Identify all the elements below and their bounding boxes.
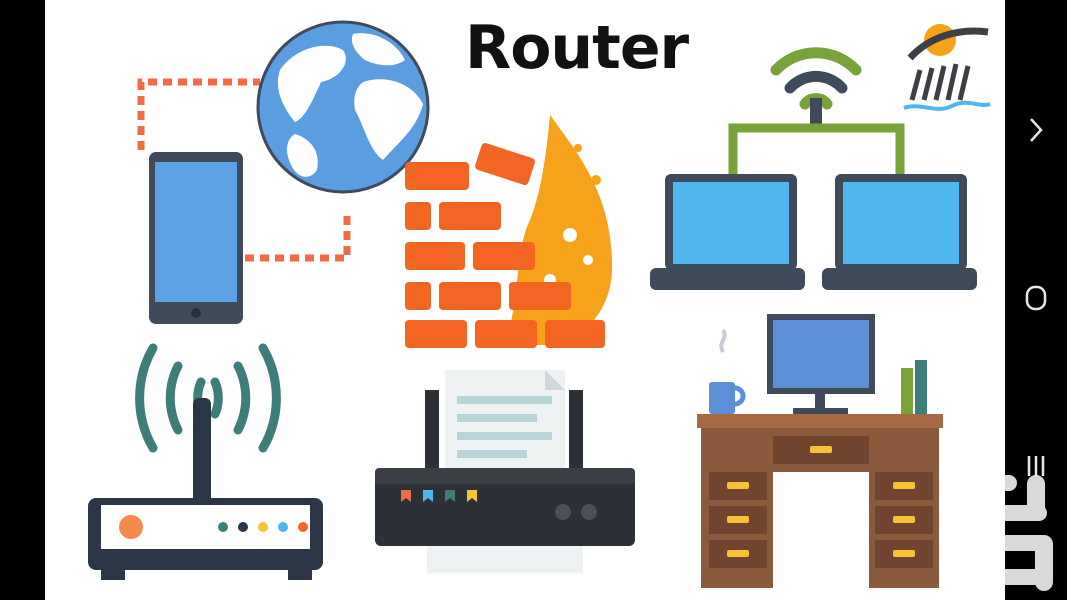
recent-apps-button[interactable]: [1005, 436, 1067, 496]
printer-illustration: [375, 370, 635, 573]
back-button[interactable]: [1005, 100, 1067, 160]
firewall-illustration: [405, 115, 613, 348]
desk-computer-illustration: [697, 314, 943, 588]
wireless-router-illustration: [88, 343, 323, 580]
wifi-laptops-illustration: [650, 47, 977, 290]
app-watermark-icon: [969, 475, 1053, 591]
recent-apps-icon: [1027, 456, 1045, 476]
slide-title: Router: [465, 13, 689, 83]
home-icon: [1025, 285, 1047, 311]
back-icon: [1030, 118, 1043, 142]
slide-canvas: Router: [45, 0, 1005, 600]
home-button[interactable]: [1005, 268, 1067, 328]
sunrise-logo-icon: [903, 24, 991, 111]
phone-globe-illustration: [137, 20, 430, 324]
